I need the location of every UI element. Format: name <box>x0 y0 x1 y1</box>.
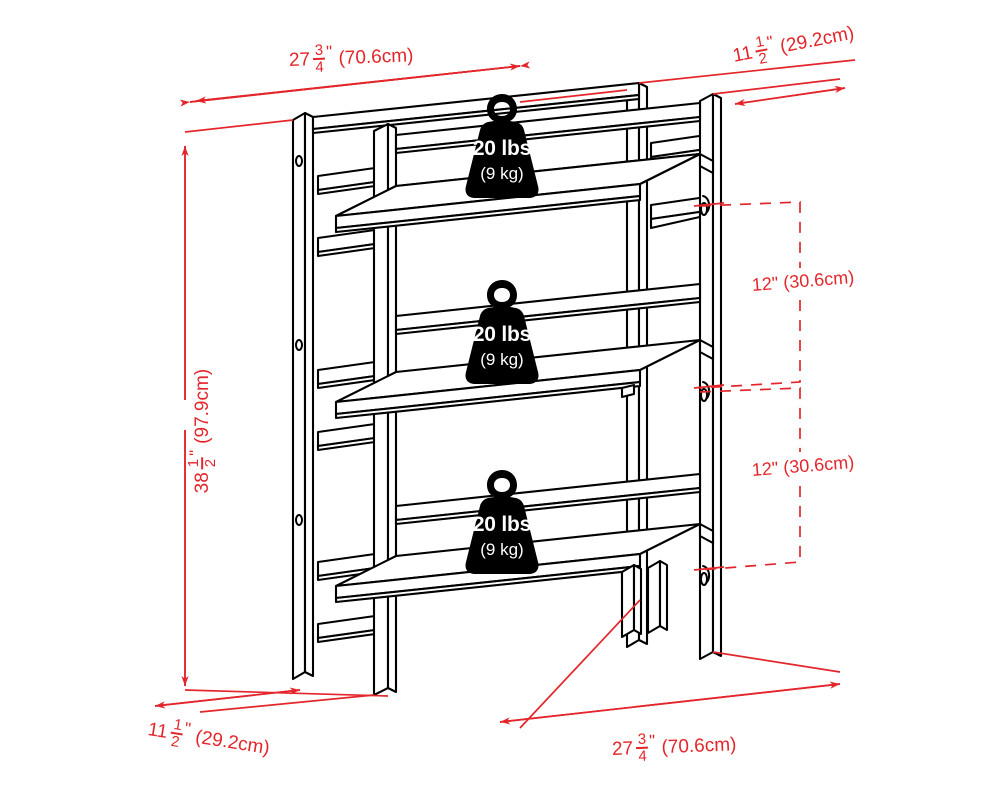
hinge-pin-holes <box>295 155 303 526</box>
weight-capacity-badge-bottom-shelf: 20 lbs (9 kg) <box>444 468 560 576</box>
extension-lines-bottom <box>184 599 841 729</box>
dimension-line-bottom-depth <box>154 687 301 709</box>
dashed-bracket-lower <box>699 387 801 571</box>
extension-lines-top <box>184 59 856 133</box>
side-panel-right <box>649 132 715 230</box>
dimension-label-bottom-width: 27 3 4 " (70.6cm) <box>611 730 737 765</box>
dimension-label-height: 38 1 2 " (97.9cm) <box>185 368 220 494</box>
post-back-left <box>291 111 315 681</box>
shelf-gap-leader-ticks <box>693 202 725 571</box>
weight-icon <box>465 94 539 198</box>
weight-icon <box>465 280 539 384</box>
shelf-top <box>334 101 715 234</box>
dimension-line-top-depth <box>734 85 846 107</box>
dimension-line-bottom-width <box>499 681 841 725</box>
weight-icon <box>465 470 539 574</box>
legs-rear-inner <box>620 559 669 639</box>
dashed-bracket-upper <box>699 201 801 389</box>
shelf-bottom <box>334 472 715 604</box>
dimension-label-top-width: 27 3 4 " (70.6cm) <box>288 41 414 76</box>
side-panel-left <box>316 165 384 644</box>
weight-capacity-badge-top-shelf: 20 lbs (9 kg) <box>444 92 560 200</box>
dimension-line-top-width-arrows <box>195 63 521 104</box>
post-front-right <box>698 92 723 661</box>
rail-back-top <box>311 81 641 135</box>
weight-capacity-badge-middle-shelf: 20 lbs (9 kg) <box>444 278 560 386</box>
